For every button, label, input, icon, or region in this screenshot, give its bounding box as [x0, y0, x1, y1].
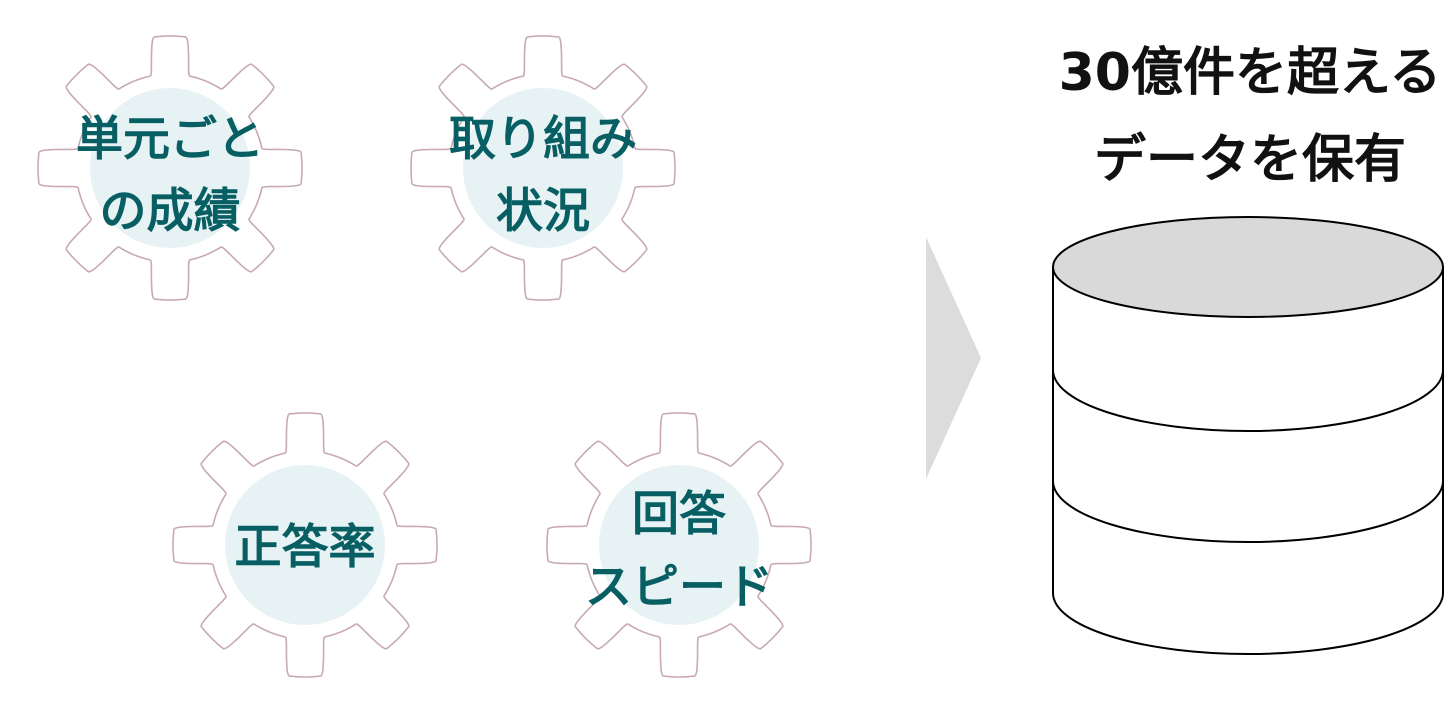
gear-label-line: 回答 — [632, 487, 727, 542]
database-top — [1052, 216, 1444, 318]
title-line-1: 30億件を超える — [1059, 43, 1442, 103]
database-divider — [1052, 480, 1444, 543]
title-line-2: データを保有 — [1094, 130, 1406, 190]
gear-center-circle — [90, 88, 250, 248]
gear-label-line: スピード — [585, 560, 773, 615]
database-icon — [1052, 216, 1444, 655]
gear-center-circle — [599, 465, 759, 625]
gear-label-line: 正答率 — [235, 520, 376, 575]
gear-label-line: 状況 — [496, 184, 590, 239]
gear-unit-grades: 単元ごと の成績 — [37, 35, 303, 301]
gear-label-line: の成績 — [100, 184, 241, 239]
gear-center-circle — [463, 88, 623, 248]
arrow-right-icon — [926, 237, 981, 479]
gear-center-circle — [225, 465, 385, 625]
database-divider — [1052, 369, 1444, 432]
gear-label-line: 単元ごと — [76, 112, 264, 167]
gear-engagement: 取り組み 状況 — [410, 35, 676, 301]
gear-label-line: 取り組み — [449, 112, 637, 167]
database-body — [1052, 266, 1444, 655]
gear-accuracy-rate: 正答率 — [172, 412, 438, 678]
gear-answer-speed: 回答 スピード — [546, 412, 812, 678]
